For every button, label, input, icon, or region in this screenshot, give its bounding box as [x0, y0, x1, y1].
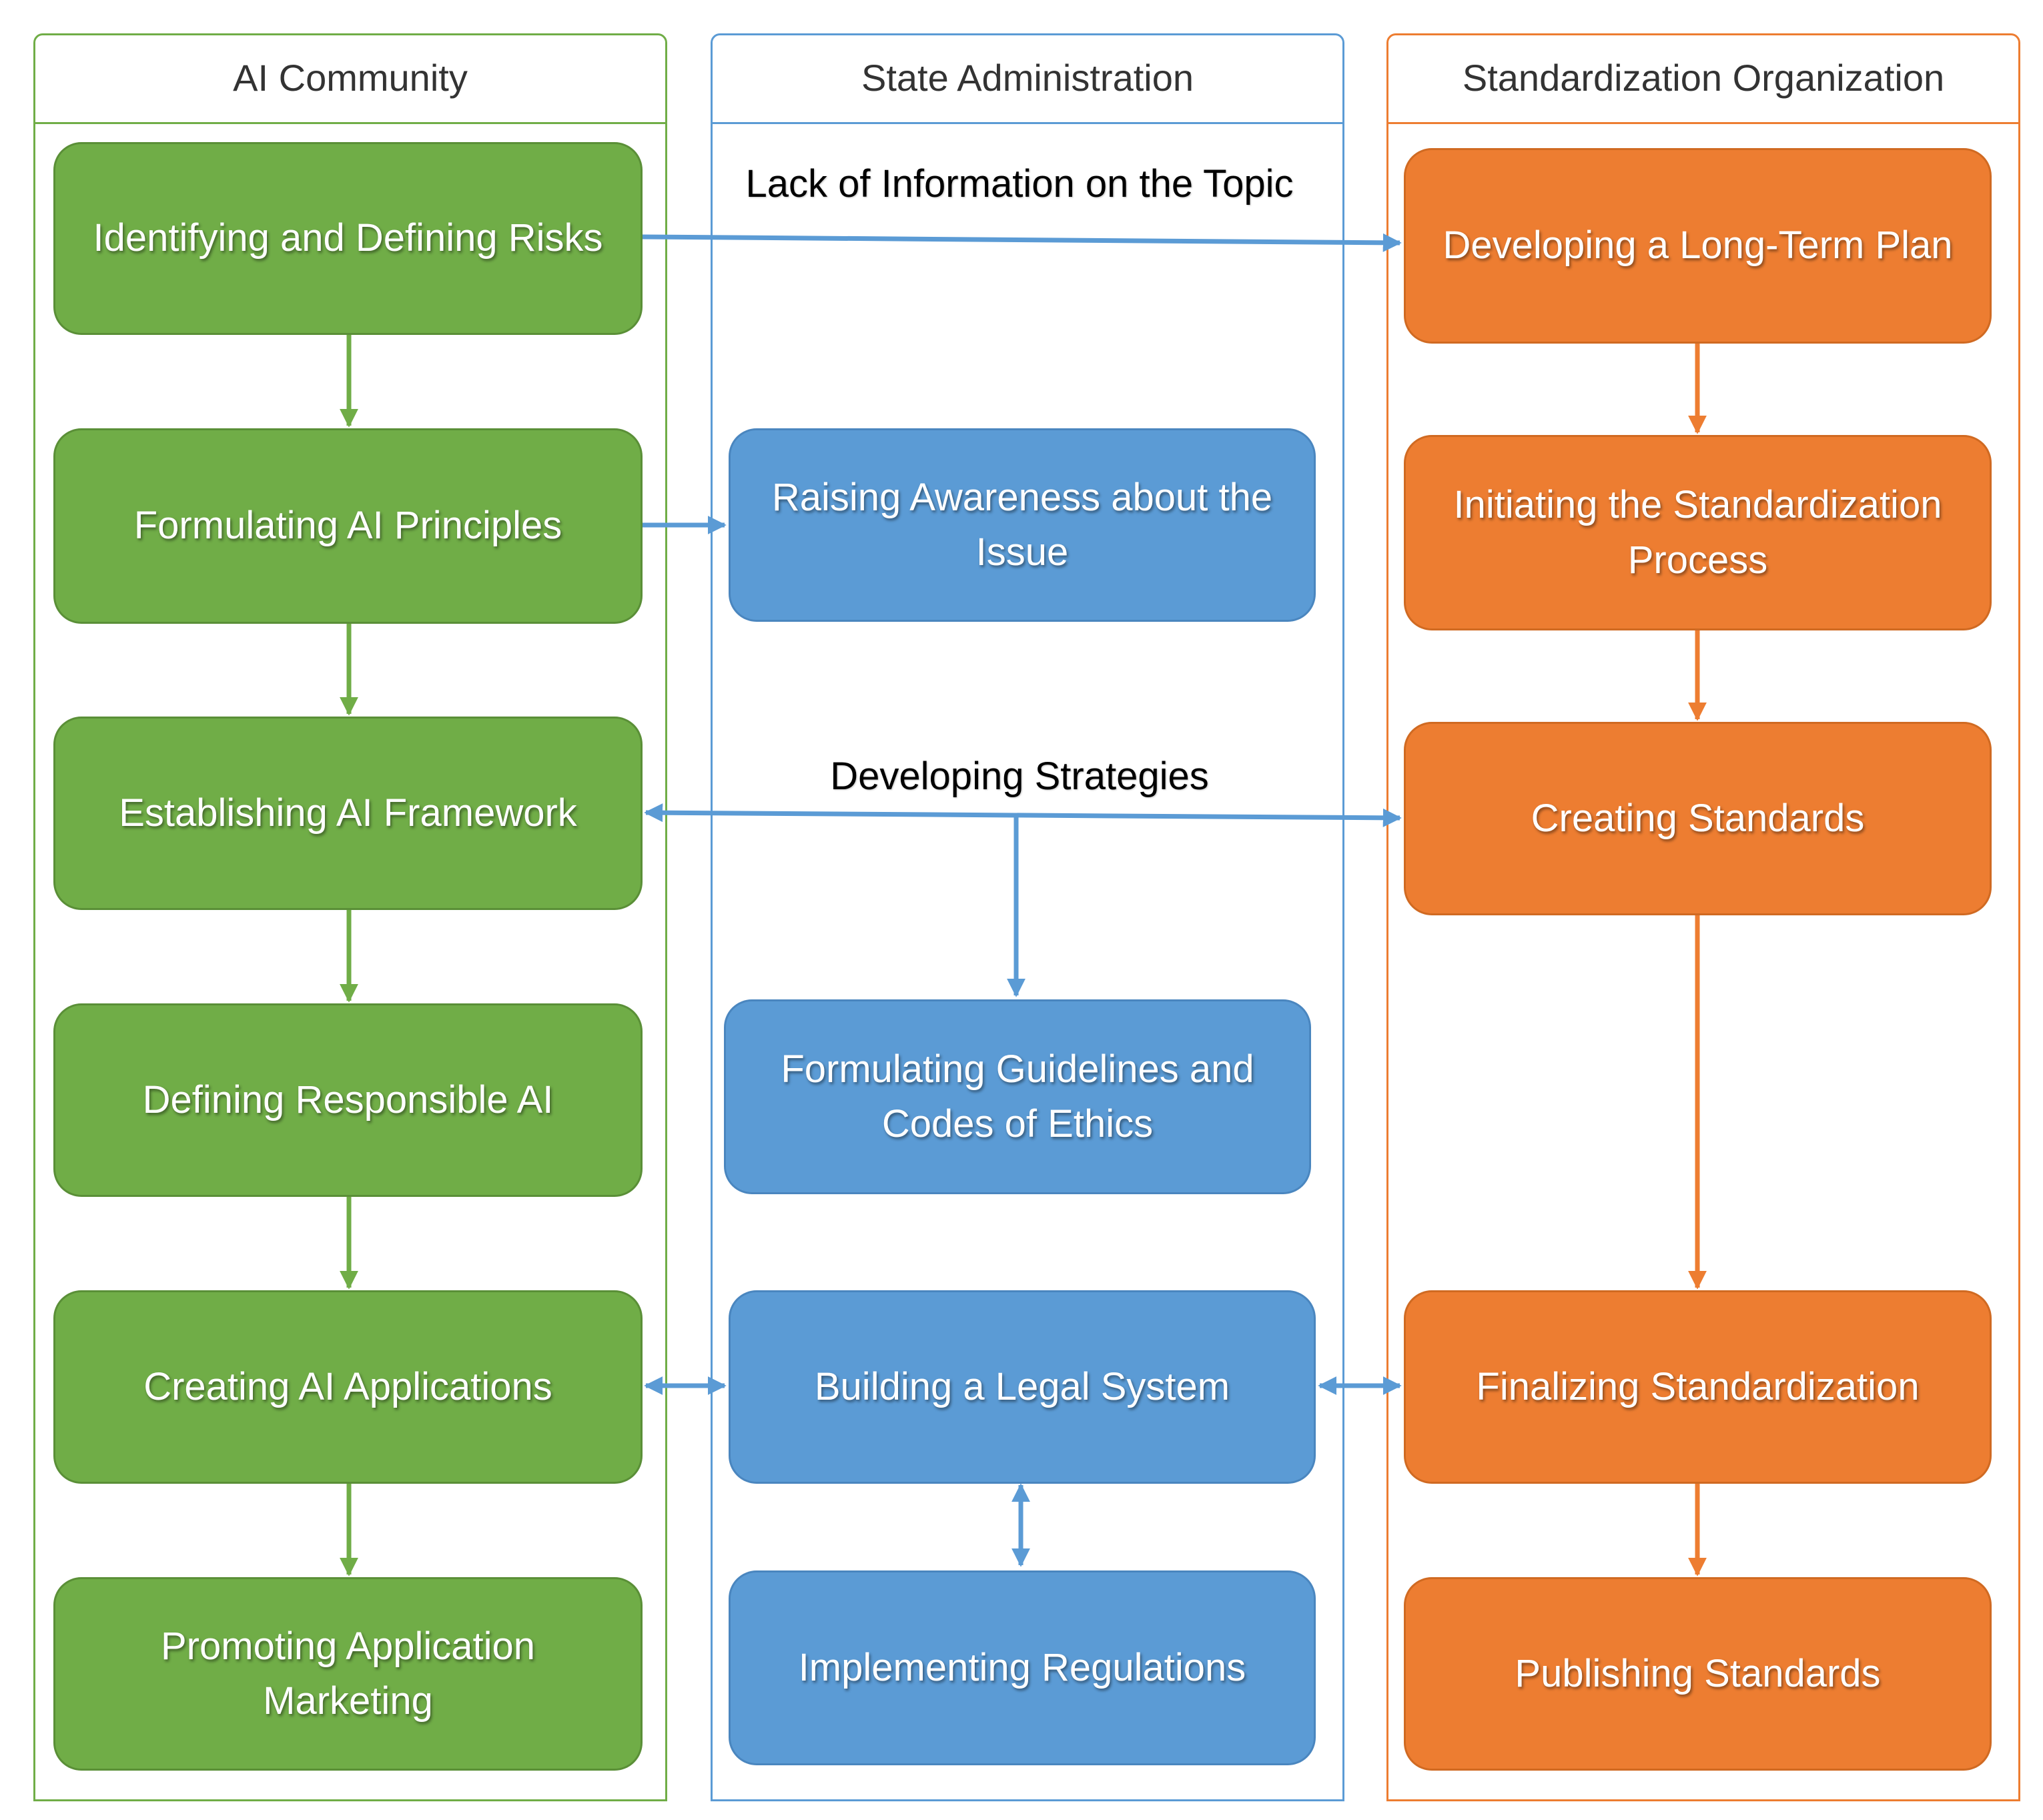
box-defining-responsible-ai: Defining Responsible AI: [53, 1003, 643, 1197]
lane-ai-community: [33, 33, 667, 1801]
box-establishing-ai-framework: Establishing AI Framework: [53, 717, 643, 910]
lane-title-state-administration: State Administration: [713, 35, 1342, 120]
box-initiating-standardization: Initiating the Standardization Process: [1404, 435, 1992, 630]
box-publishing-standards: Publishing Standards: [1404, 1577, 1992, 1771]
box-formulating-ai-principles: Formulating AI Principles: [53, 428, 643, 624]
box-identifying-risks: Identifying and Defining Risks: [53, 142, 643, 335]
lane-divider: [1388, 122, 2018, 124]
box-finalizing-standardization: Finalizing Standardization: [1404, 1290, 1992, 1484]
box-implementing-regulations: Implementing Regulations: [729, 1570, 1316, 1765]
lane-state-administration: [711, 33, 1344, 1801]
box-raising-awareness: Raising Awareness about the Issue: [729, 428, 1316, 622]
box-creating-ai-applications: Creating AI Applications: [53, 1290, 643, 1484]
box-creating-standards: Creating Standards: [1404, 722, 1992, 915]
arrow-framework-to-standards: [644, 803, 1402, 827]
box-promoting-application-marketing: Promoting Application Marketing: [53, 1577, 643, 1771]
lane-title-standardization-organization: Standardization Organization: [1388, 35, 2018, 120]
lane-standardization-organization: [1386, 33, 2020, 1801]
arrow-risks-to-plan: [642, 233, 1402, 252]
box-formulating-guidelines: Formulating Guidelines and Codes of Ethi…: [724, 999, 1311, 1194]
lane-title-ai-community: AI Community: [35, 35, 665, 120]
label-developing-strategies: Developing Strategies: [830, 755, 1209, 798]
label-lack-of-information: Lack of Information on the Topic: [745, 162, 1294, 205]
box-building-legal-system: Building a Legal System: [729, 1290, 1316, 1484]
box-long-term-plan: Developing a Long-Term Plan: [1404, 148, 1992, 344]
lane-divider: [713, 122, 1342, 124]
lane-divider: [35, 122, 665, 124]
